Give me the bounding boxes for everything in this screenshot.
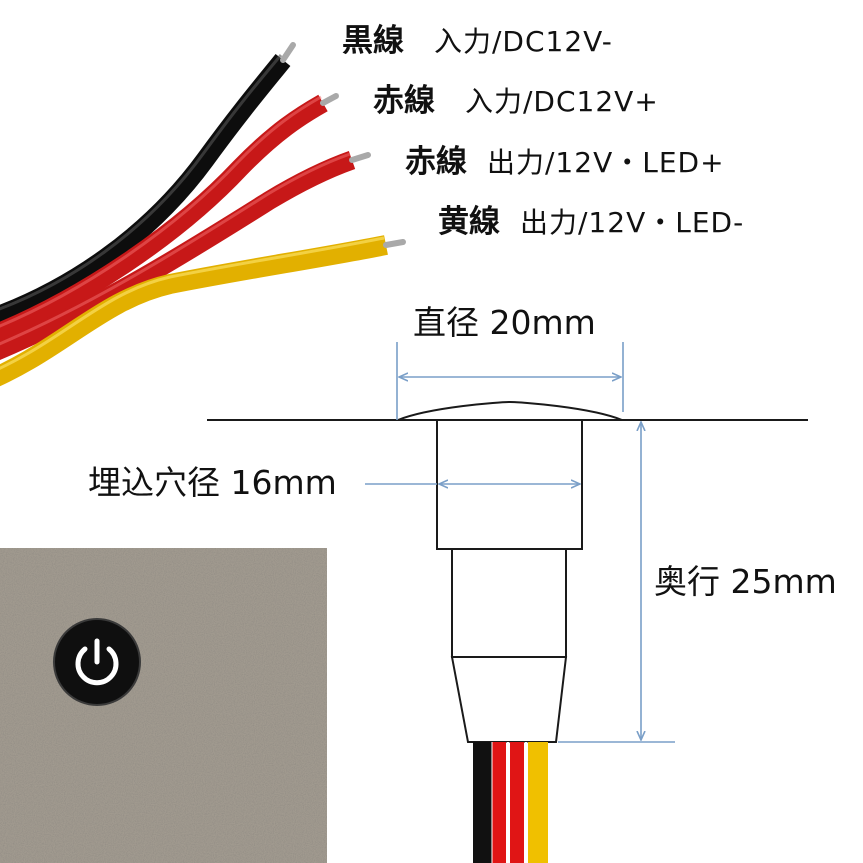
wire-yellow: [0, 235, 406, 387]
wire-name: 赤線: [405, 144, 467, 180]
wire-black: [0, 42, 296, 325]
switch-dome: [397, 400, 623, 421]
wire-label-red-input: 赤線入力/DC12V+: [373, 86, 659, 117]
dimension-lines: [365, 342, 675, 743]
wire-spec: 出力/12V・LED+: [487, 146, 725, 179]
depth-label: 奥行 25mm: [654, 562, 837, 601]
wire-red-1: [0, 93, 339, 343]
switch-cross-section: [207, 400, 808, 743]
wire-name: 黒線: [342, 23, 404, 59]
wire-label-yellow: 黄線出力/12V・LED-: [438, 207, 744, 238]
switch-wires: [473, 742, 548, 863]
switch-tail: [450, 656, 568, 743]
switch-lower-body: [451, 548, 567, 658]
push-button: [53, 618, 141, 706]
wire-label-red-output: 赤線出力/12V・LED+: [405, 147, 725, 178]
wire-name: 黄線: [438, 204, 500, 240]
wire-spec: 入力/DC12V-: [434, 25, 613, 58]
wire-spec: 出力/12V・LED-: [520, 206, 745, 239]
wire-spec: 入力/DC12V+: [465, 85, 659, 118]
wire-name: 赤線: [373, 83, 435, 119]
wire-red-2: [0, 151, 371, 361]
wire-label-black: 黒線入力/DC12V-: [342, 26, 613, 57]
wire-bundle: [0, 42, 406, 387]
diameter-label: 直径 20mm: [413, 303, 596, 342]
carpet-photo: [0, 548, 327, 863]
mount-hole-label: 埋込穴径 16mm: [88, 463, 337, 502]
power-icon: [75, 638, 119, 686]
